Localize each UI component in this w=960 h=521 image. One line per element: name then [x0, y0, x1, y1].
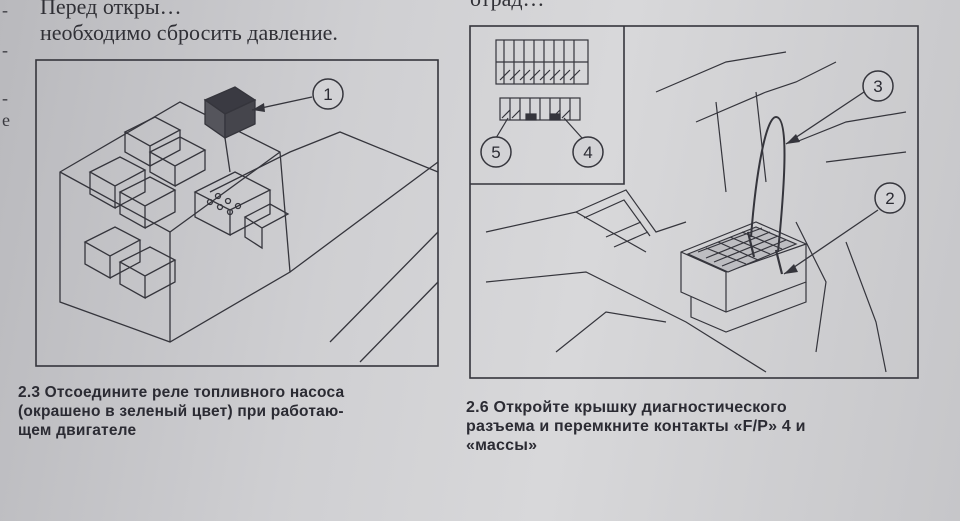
margin-mark: - [2, 40, 8, 60]
figure-left: 1 [30, 42, 442, 372]
top-text-left: Перед откры… необходимо сбросить давлени… [40, 0, 338, 46]
top-line-2: необходимо сбросить давление. [40, 20, 338, 45]
caption-line: (окрашено в зеленый цвет) при работаю- [18, 403, 344, 420]
connector-inset-frame [470, 26, 625, 185]
callout-2-label: 2 [885, 189, 894, 208]
callout-1-label: 1 [323, 85, 332, 104]
top-line-1: Перед откры… [40, 0, 182, 19]
margin-mark: е [2, 110, 10, 130]
callout-2-circle [874, 182, 906, 214]
caption-line: щем двигателе [18, 422, 137, 439]
figure-frame [469, 25, 919, 379]
callout-5-label: 5 [491, 143, 500, 162]
figure-frame [35, 59, 439, 367]
caption-line: 2.6 Откройте крышку диагностического [466, 399, 787, 416]
caption-right: 2.6 Откройте крышку диагностического раз… [466, 398, 946, 455]
callout-4-circle [572, 136, 604, 168]
caption-line: «массы» [466, 437, 538, 454]
margin-mark: - [2, 0, 8, 20]
diagnostic-connector-illustration: 5 4 [469, 25, 919, 379]
relay-box-illustration: 1 [35, 59, 439, 367]
callout-1-circle [312, 78, 344, 110]
top-text-right: отрад… [470, 0, 545, 12]
caption-line: разъема и перемкните контакты «F/P» 4 и [466, 418, 806, 435]
connector-pinout-diagram [495, 39, 589, 121]
figure-right: 5 4 [466, 22, 926, 384]
callout-3-circle [862, 70, 894, 102]
caption-line: 2.3 Отсоедините реле топливного насоса [18, 384, 345, 401]
margin-mark: - [2, 88, 8, 108]
callout-4-label: 4 [583, 143, 592, 162]
callout-3-label: 3 [873, 77, 882, 96]
caption-left: 2.3 Отсоедините реле топливного насоса (… [18, 383, 448, 440]
callout-5-circle [480, 136, 512, 168]
